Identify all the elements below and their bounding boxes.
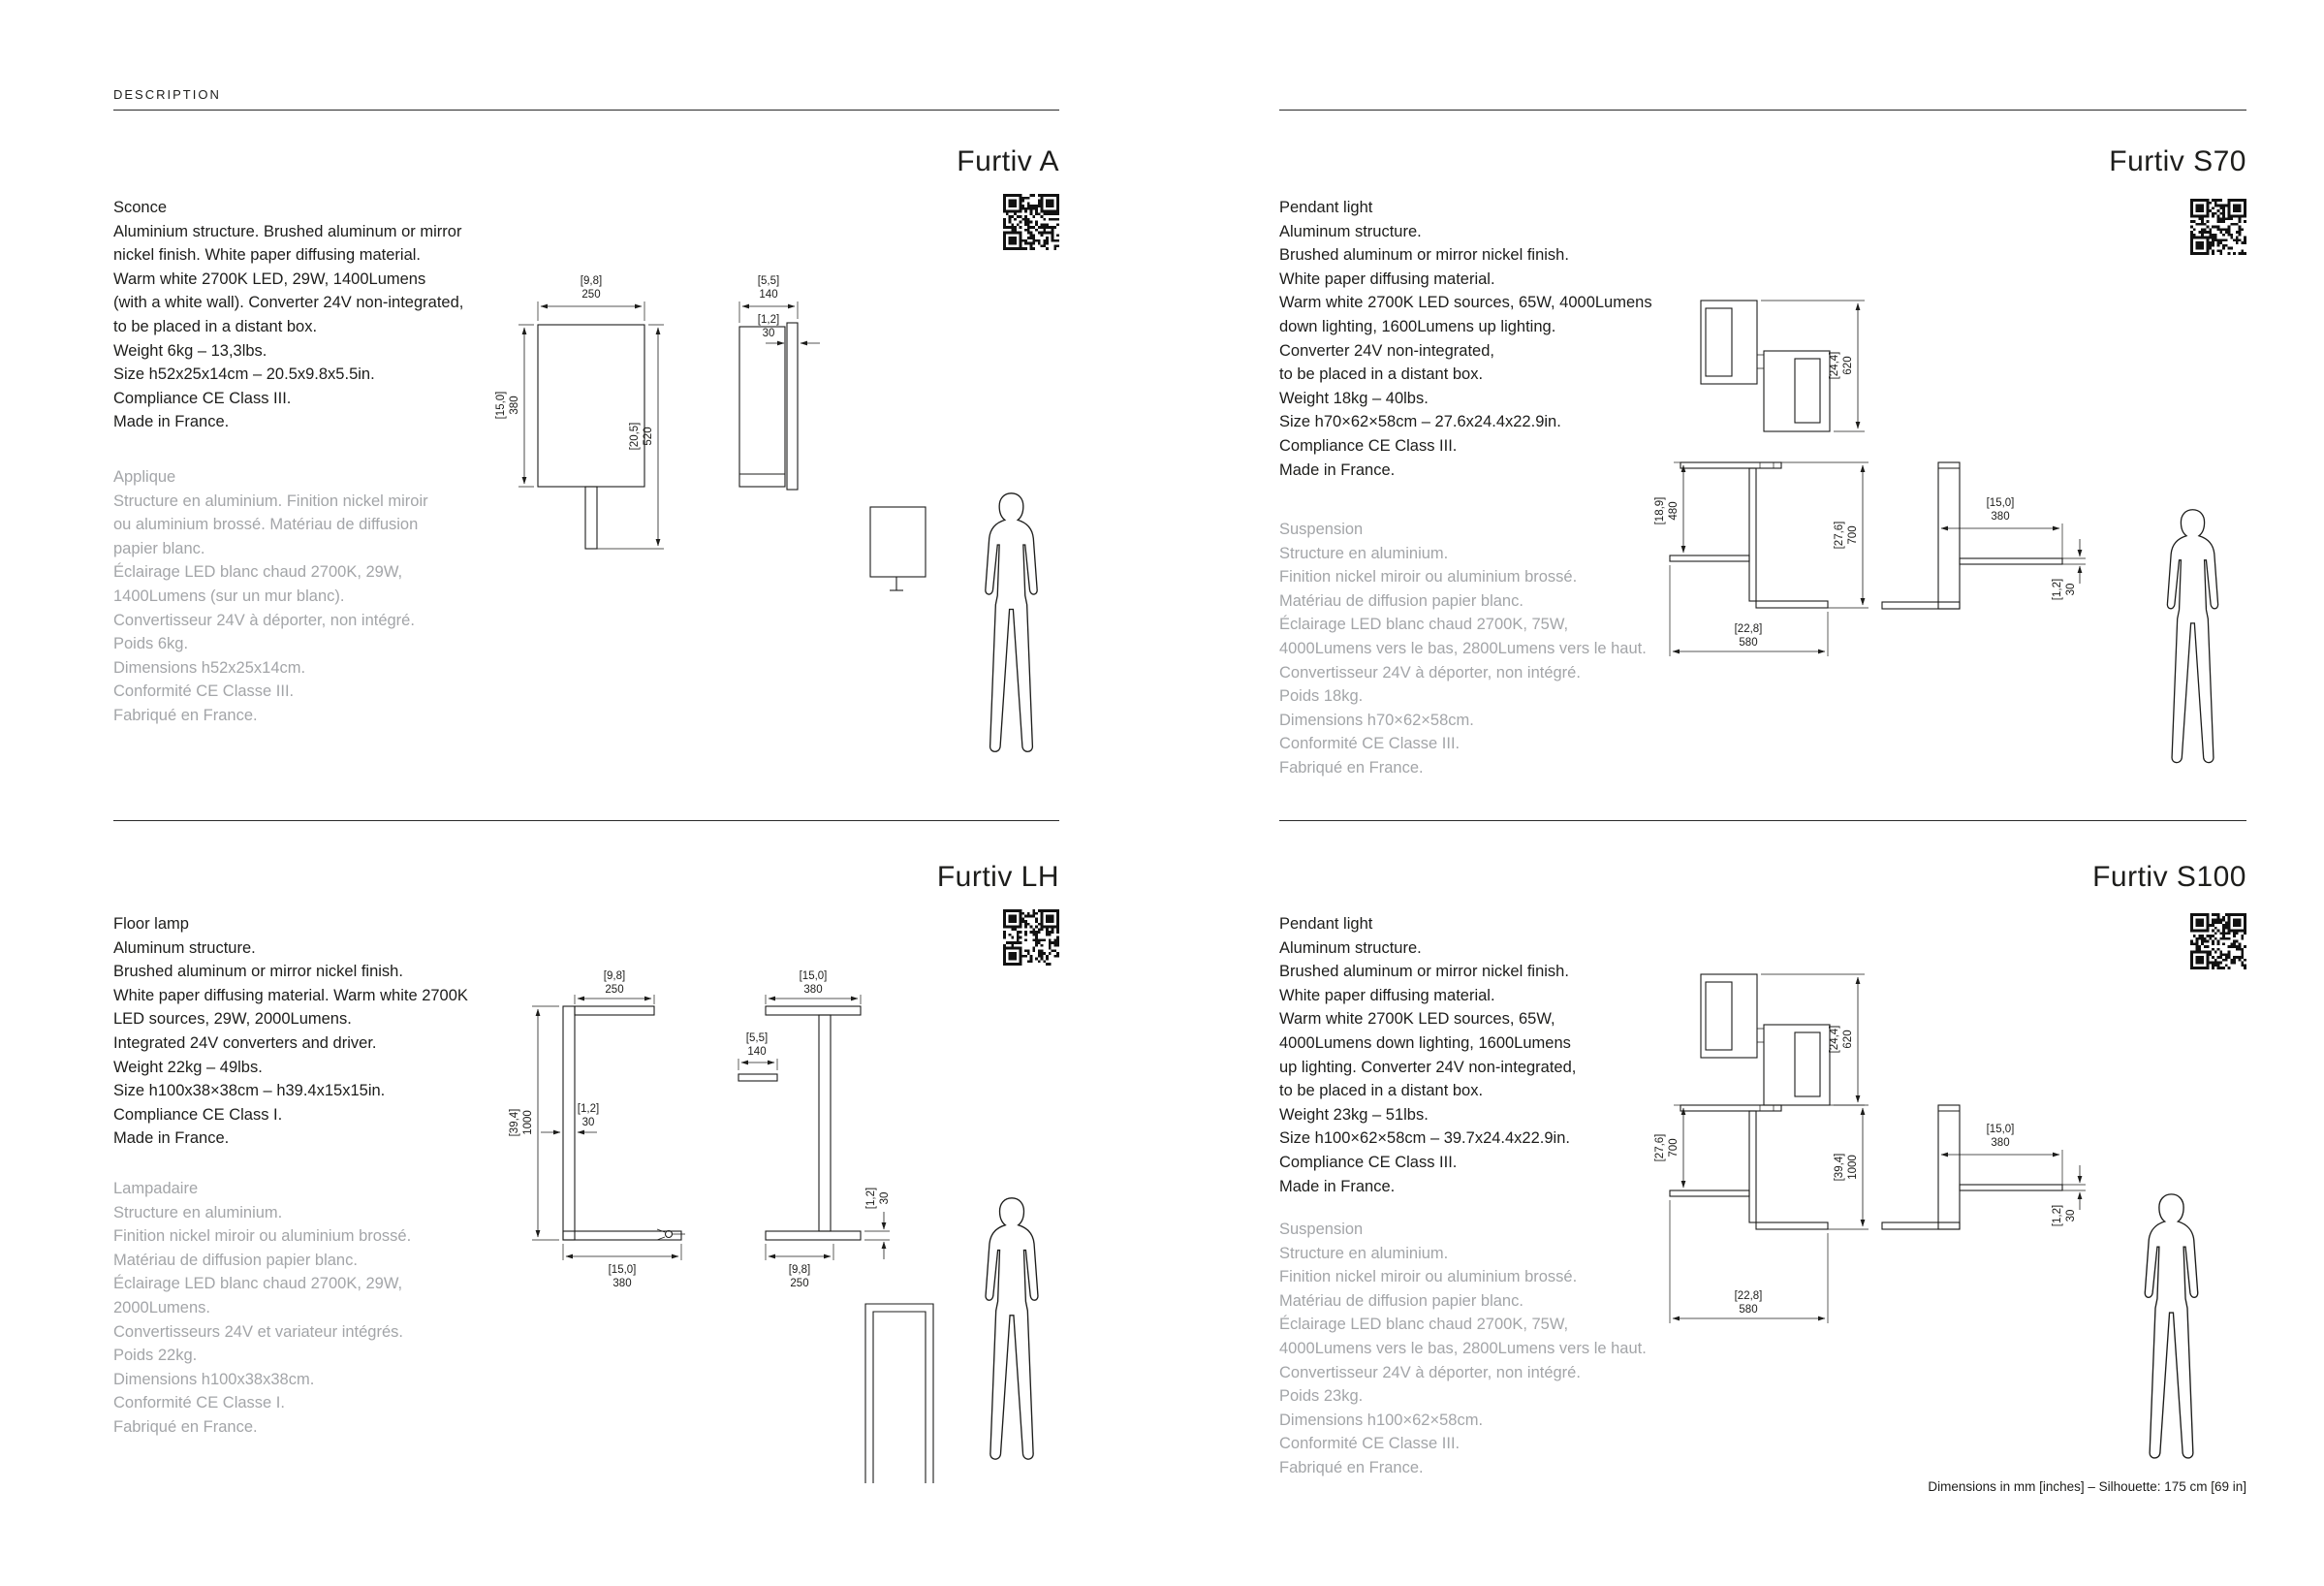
- dimension-label: [15,0]: [1987, 1124, 2015, 1135]
- dimension-label: [22,8]: [1735, 1290, 1763, 1302]
- page-header-label: DESCRIPTION: [113, 87, 221, 102]
- dimension-label: [27,6]: [1834, 522, 1845, 550]
- header-rule-left: [113, 110, 1059, 111]
- scale-figure-silhouette: [985, 1197, 1039, 1460]
- furtiv-s100-technical-drawing: [24,4] 620 [27,6] 700 [39,4] 1000 [22,8: [1654, 973, 2199, 1459]
- product-title-furtiv-lh: Furtiv LH: [936, 861, 1059, 893]
- dimension-label: [15,0]: [609, 1264, 637, 1276]
- dimension-label: 250: [605, 984, 623, 996]
- dimension-label: [5,5]: [758, 275, 779, 287]
- dimension-label: [22,8]: [1735, 623, 1763, 635]
- qr-code-icon: [1003, 194, 1059, 250]
- converter-box-drawing: [869, 506, 926, 591]
- front-view-drawing: [9,8] 250 [39,4] 1000 [1,2] 30 [15,0] 38…: [509, 970, 682, 1289]
- dimension-label: 700: [1847, 525, 1859, 544]
- furtiv-a-technical-drawing: [9,8] 250 [15,0] 380 [20,5] 520 [5,5] 14…: [495, 275, 1038, 752]
- plan-view-drawing: [24,4] 620: [1700, 300, 1865, 432]
- dimension-label: 620: [1842, 1030, 1854, 1048]
- header-rule-right: [1279, 110, 2246, 111]
- dimension-label: [27,6]: [1654, 1134, 1666, 1162]
- qr-code-icon: [1003, 909, 1059, 966]
- dimension-label: [5,5]: [746, 1032, 768, 1044]
- dimension-label: [1,2]: [2052, 579, 2063, 600]
- dimension-label: [18,9]: [1654, 497, 1666, 525]
- dimension-label: 580: [1739, 1304, 1757, 1316]
- dimension-label: [15,0]: [1987, 497, 2015, 509]
- side-view-drawing: [15,0] 380 [5,5] 140 [1,2] 30 [9,8] 250: [738, 970, 891, 1289]
- dimension-label: 380: [509, 396, 520, 414]
- dimension-label: [24,4]: [1829, 352, 1840, 380]
- power-cord-icon: [656, 1228, 685, 1241]
- dimension-label: 380: [1991, 511, 2009, 523]
- dimension-label: 140: [747, 1046, 766, 1058]
- dimension-label: 30: [2065, 584, 2077, 596]
- dimension-label: 30: [582, 1117, 595, 1128]
- dimension-label: [39,4]: [1834, 1154, 1845, 1182]
- front-view-drawing: [18,9] 480 [27,6] 700 [22,8] 580: [1654, 461, 1869, 656]
- dimension-label: 480: [1668, 501, 1680, 520]
- side-view-drawing: [15,0] 380 [1,2] 30: [1881, 1104, 2086, 1230]
- dimension-label: [9,8]: [604, 970, 625, 982]
- dimension-label: 140: [759, 289, 777, 301]
- side-view-drawing: [5,5] 140 [1,2] 30: [738, 275, 820, 491]
- qr-code-icon: [2190, 199, 2246, 255]
- dimension-label: 700: [1668, 1138, 1680, 1157]
- dimension-label: 250: [790, 1278, 808, 1289]
- furtiv-lh-technical-drawing: [9,8] 250 [39,4] 1000 [1,2] 30 [15,0] 38…: [509, 970, 1039, 1483]
- dimension-label: 580: [1739, 637, 1757, 649]
- side-view-drawing: [15,0] 380 [1,2] 30: [1881, 461, 2086, 610]
- side-profile-drawing: [864, 1303, 934, 1483]
- dimension-label: [24,4]: [1829, 1026, 1840, 1054]
- qr-code-icon: [2190, 913, 2246, 969]
- product-title-furtiv-s100: Furtiv S100: [2092, 861, 2246, 893]
- front-view-drawing: [27,6] 700 [39,4] 1000 [22,8] 580: [1654, 1104, 1869, 1323]
- dimension-label: 380: [612, 1278, 631, 1289]
- dimension-label: [9,8]: [789, 1264, 810, 1276]
- dimension-label: [20,5]: [629, 423, 641, 451]
- dimension-label: 380: [1991, 1137, 2009, 1149]
- dimension-label: [39,4]: [509, 1109, 520, 1137]
- dimension-label: 250: [581, 289, 600, 301]
- divider-rule-right: [1279, 820, 2246, 821]
- dimension-label: 620: [1842, 356, 1854, 374]
- dimension-label: 1000: [1847, 1155, 1859, 1180]
- dimension-label: 1000: [522, 1110, 534, 1135]
- dimension-label: [15,0]: [800, 970, 828, 982]
- dimension-label: [1,2]: [2052, 1205, 2063, 1226]
- dimension-label: 30: [879, 1192, 891, 1205]
- dimension-label: 520: [643, 427, 654, 445]
- dimension-label: 30: [763, 328, 775, 339]
- dimension-label: [1,2]: [578, 1103, 599, 1115]
- divider-rule-left: [113, 820, 1059, 821]
- product-title-furtiv-a: Furtiv A: [957, 145, 1059, 177]
- dimension-label: [1,2]: [865, 1188, 877, 1209]
- product-title-furtiv-s70: Furtiv S70: [2109, 145, 2246, 177]
- plan-view-drawing: [24,4] 620: [1700, 973, 1865, 1106]
- scale-figure-silhouette: [985, 492, 1038, 752]
- dimension-label: 380: [803, 984, 822, 996]
- dimension-label: [1,2]: [758, 314, 779, 326]
- dimension-label: [15,0]: [495, 392, 507, 420]
- scale-figure-silhouette: [2144, 1193, 2199, 1459]
- footer-note: Dimensions in mm [inches] – Silhouette: …: [1928, 1479, 2246, 1494]
- front-view-drawing: [9,8] 250 [15,0] 380 [20,5] 520: [495, 275, 664, 550]
- dimension-label: 30: [2065, 1210, 2077, 1222]
- scale-figure-silhouette: [2166, 509, 2219, 764]
- furtiv-s70-technical-drawing: [24,4] 620 [18,9] 480 [27,6] 700 [22,8]: [1654, 300, 2219, 764]
- dimension-label: [9,8]: [581, 275, 602, 287]
